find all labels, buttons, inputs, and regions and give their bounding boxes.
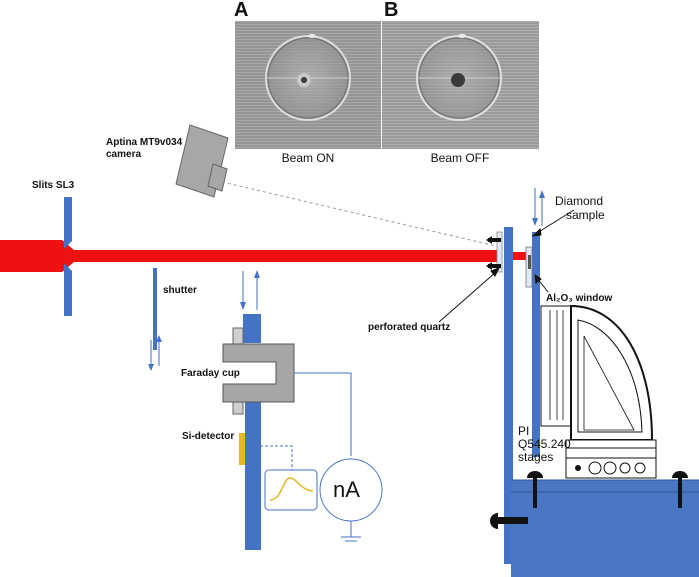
diamond-sample-label-line1: Diamond [555,194,604,208]
panel-letter-a: A [234,0,249,21]
stages-label-line3: stages [518,450,554,464]
camera-sightline [221,181,497,247]
caption-beam-on: Beam ON [281,151,335,165]
image-panel-a [235,21,381,149]
oscilloscope-box [264,469,318,511]
shutter [148,268,162,371]
stages-label-line2: Q545.240 [518,437,571,451]
shutter-label: shutter [163,285,197,296]
stages-label-line1: PI [518,424,530,438]
diamond-sample-label-line2: sample [566,208,605,222]
image-panel-b [382,21,539,149]
perforated-quartz-label: perforated quartz [368,322,451,333]
optical-table [490,471,699,577]
slits-sl3 [64,197,72,316]
signal-pulse [269,477,314,501]
slits-label: Slits SL3 [32,180,75,191]
camera-label-line1: Aptina MT9v034 [106,137,183,148]
leader-lines [438,209,575,323]
diamond-holder [525,188,545,457]
si-detector-label: Si-detector [182,431,235,442]
ion-beam [0,240,529,272]
pi-stages [540,304,657,479]
al2o3-window-label: Al₂O₃ window [546,293,613,304]
panel-letter-b: B [384,0,399,21]
camera-label-line2: camera [106,149,142,160]
si-detector [239,433,318,511]
caption-beam-off: Beam OFF [430,151,490,165]
faraday-assembly [222,270,361,550]
ammeter-icon [319,458,383,522]
camera-icon [175,124,229,198]
faraday-cup-label: Faraday cup [181,368,240,379]
quartz-holder [486,227,513,564]
ammeter-label: nA [333,477,360,502]
